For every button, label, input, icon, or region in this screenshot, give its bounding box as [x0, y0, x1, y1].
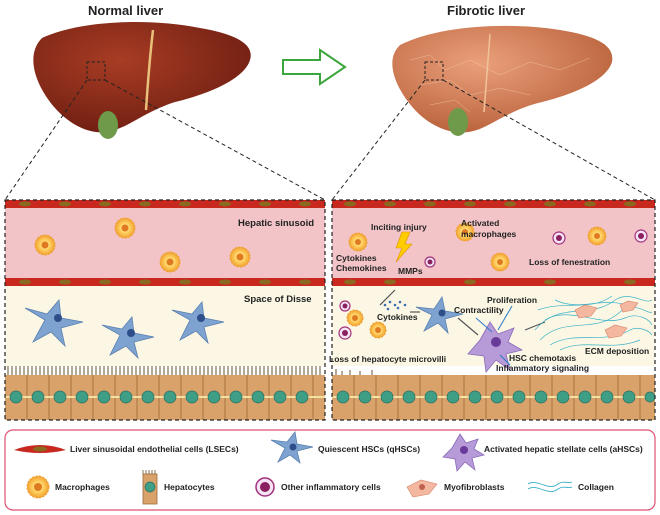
cytokine-dots	[383, 300, 407, 311]
zoom-lines	[4, 79, 656, 201]
inflammatory-signaling-label: Inflammatory signaling	[496, 363, 590, 373]
inflammatory-cell	[634, 229, 648, 243]
recruited-macrophage	[346, 309, 364, 327]
quiescent-hsc	[101, 316, 155, 360]
legend-box	[4, 429, 656, 511]
macrophage	[159, 251, 181, 273]
space-of-disse-label: Space of Disse	[244, 294, 312, 305]
recruited-macrophage	[369, 321, 387, 339]
legend-qhsc-icon	[270, 431, 314, 465]
macrophage	[587, 226, 607, 246]
legend-lsec-label: Liver sinusoidal endothelial cells (LSEC…	[70, 444, 239, 454]
legend-hepatocyte-icon	[142, 470, 158, 505]
mmps-label: MMPs	[398, 266, 423, 276]
legend-qhsc-label: Quiescent HSCs (qHSCs)	[318, 444, 421, 454]
fibrotic-panel	[331, 199, 656, 421]
legend-collagen-icon	[527, 481, 573, 492]
activated-hsc	[467, 321, 524, 373]
legend-macrophage-icon	[26, 475, 50, 499]
chemokines-label: Chemokines	[336, 263, 387, 273]
macrophage	[34, 234, 56, 256]
collagen-fibers	[534, 295, 653, 351]
legend-ahsc-label: Activated hepatic stellate cells (aHSCs)	[484, 444, 643, 454]
progression-arrow	[282, 48, 347, 86]
inflammatory-cell	[552, 231, 566, 245]
inflammatory-cell	[424, 256, 436, 268]
fibrotic-liver-title: Fibrotic liver	[447, 3, 526, 18]
legend-myofibroblast-icon	[406, 479, 438, 498]
legend-macrophages-label: Macrophages	[55, 482, 110, 492]
cytokines-disse-label: Cytokines	[377, 312, 418, 322]
legend-inflammatory-icon	[255, 477, 275, 497]
macrophage	[229, 246, 251, 268]
ecm-deposition-label: ECM deposition	[585, 346, 650, 356]
normal-liver-image	[33, 22, 251, 139]
activated-macrophages-label-2: macrophages	[461, 229, 517, 239]
quiescent-hsc	[415, 295, 464, 335]
legend-lsec-icon	[14, 445, 66, 453]
legend-hepatocytes-label: Hepatocytes	[164, 482, 215, 492]
cytokines-label: Cytokines	[336, 253, 377, 263]
fibrotic-liver-image	[392, 25, 613, 136]
quiescent-hsc	[24, 299, 84, 348]
contractility-label: Contractility	[454, 305, 504, 315]
quiescent-hsc	[171, 301, 225, 345]
hepatic-sinusoid-label: Hepatic sinusoid	[238, 218, 315, 229]
macrophage	[348, 232, 368, 252]
signal-arrows	[475, 305, 513, 366]
loss-of-fenestration-label: Loss of fenestration	[529, 257, 611, 267]
sparse-microvilli	[335, 369, 373, 375]
activated-macrophages-label-1: Activated	[461, 218, 500, 228]
legend-collagen-label: Collagen	[578, 482, 614, 492]
normal-liver-title: Normal liver	[88, 3, 164, 18]
inflammatory-cell	[338, 326, 352, 340]
legend-ahsc-icon	[442, 433, 486, 472]
macrophage	[455, 222, 475, 242]
normal-panel	[4, 199, 326, 421]
loss-of-microvilli-label: Loss of hepatocyte microvilli	[329, 354, 447, 364]
macrophage	[490, 252, 510, 272]
macrophage	[114, 217, 136, 239]
microvilli	[7, 366, 321, 375]
injury-lightning-icon	[395, 231, 413, 263]
inciting-injury-label: Inciting injury	[371, 222, 427, 232]
legend-myofibroblasts-label: Myofibroblasts	[444, 482, 505, 492]
hsc-chemotaxis-label: HSC chemotaxis	[509, 353, 577, 363]
proliferation-label: Proliferation	[487, 295, 538, 305]
myofibroblast-cells	[574, 300, 639, 339]
inflammatory-cell	[339, 300, 351, 312]
legend-inflammatory-label: Other inflammatory cells	[281, 482, 381, 492]
